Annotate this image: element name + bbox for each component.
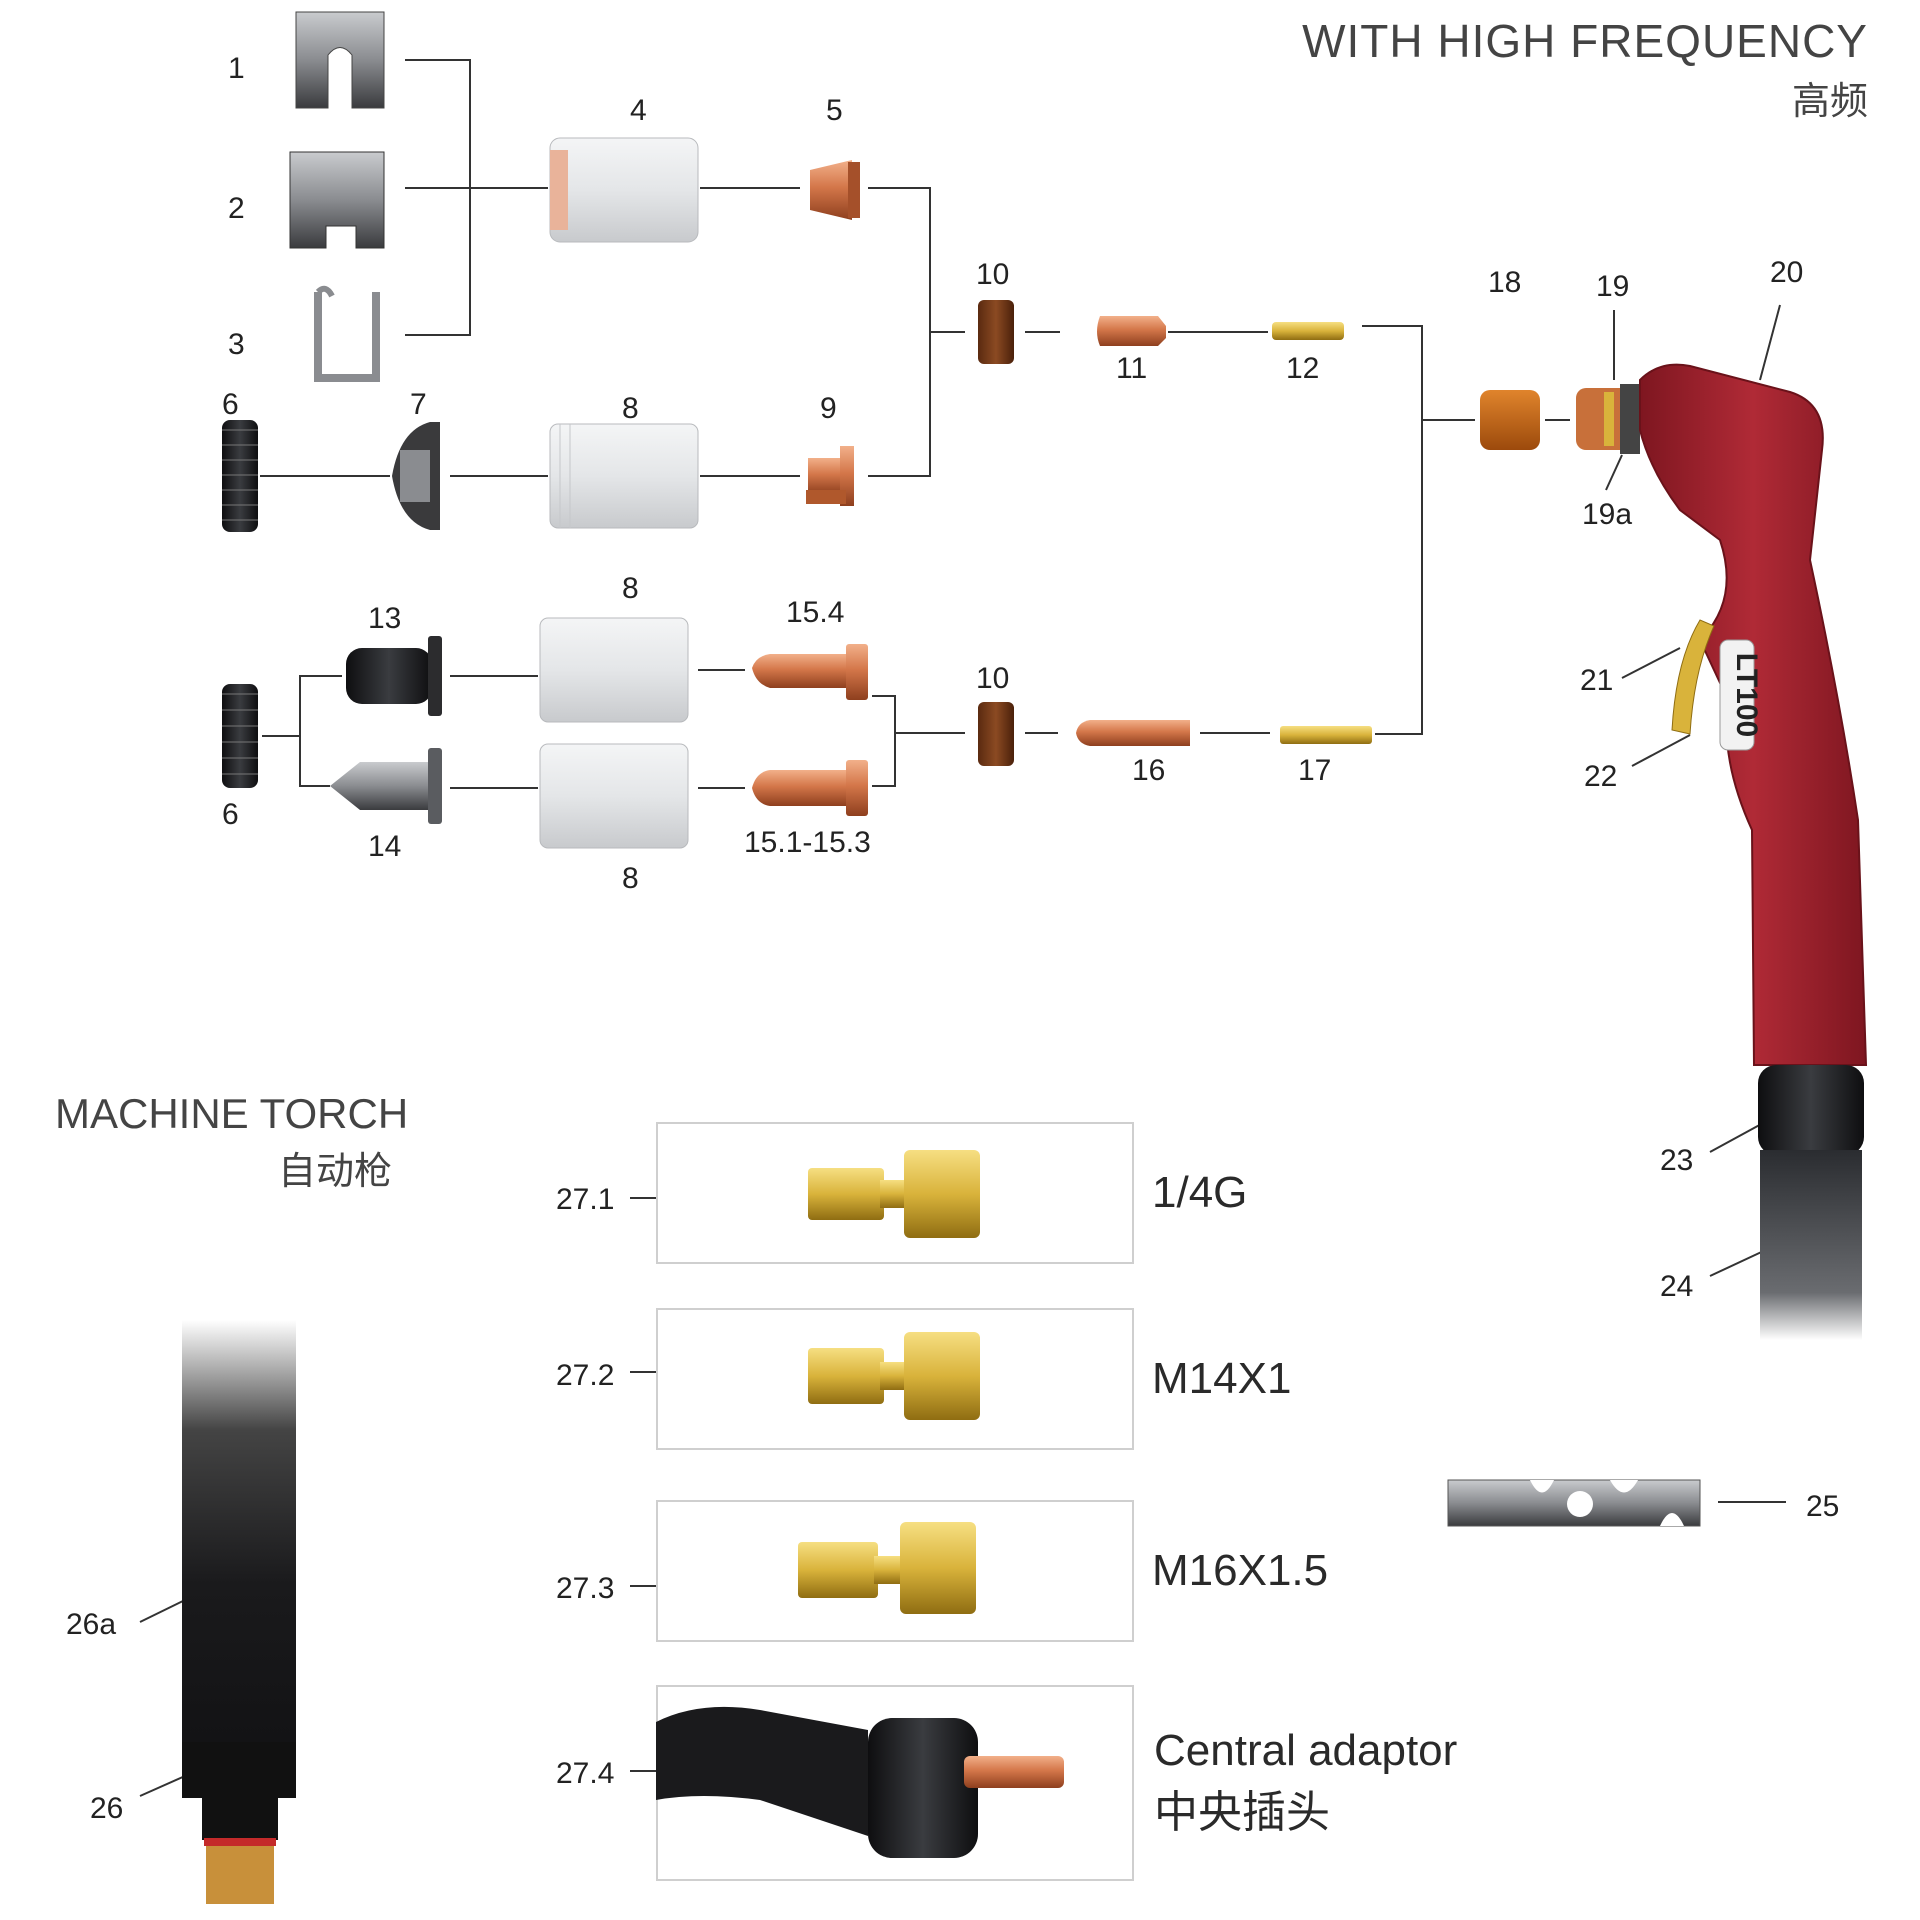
- machine-torch-title: MACHINE TORCH: [55, 1090, 409, 1137]
- part-14-deflector: [330, 748, 442, 824]
- part-15-4-tip: [752, 644, 868, 700]
- part-24-hose: [1760, 1150, 1862, 1340]
- label-11: 11: [1116, 352, 1147, 385]
- option-box-27-3: [656, 1500, 1134, 1642]
- label-10-lower: 10: [976, 662, 1009, 695]
- label-21: 21: [1580, 664, 1613, 697]
- label-17: 17: [1298, 754, 1331, 787]
- part-10-swirl-ring-upper: [978, 300, 1014, 364]
- label-20: 20: [1770, 256, 1803, 289]
- option-label-27-3: M16X1.5: [1152, 1546, 1329, 1595]
- part-25-spanner: [1447, 1479, 1701, 1527]
- label-10-upper: 10: [976, 258, 1009, 291]
- part-11-tip: [1097, 316, 1166, 346]
- label-13: 13: [368, 602, 401, 635]
- part-23-handle-sleeve: [1758, 1065, 1864, 1155]
- part-4-shield-cup: [549, 137, 699, 243]
- part-19-torch-head-thread: [1576, 384, 1640, 454]
- label-15-4: 15.4: [786, 596, 844, 629]
- label-26: 26: [90, 1792, 123, 1825]
- part-3-drag-clip: [314, 285, 380, 382]
- part-12-electrode: [1272, 322, 1344, 340]
- label-5: 5: [826, 94, 843, 127]
- label-16: 16: [1132, 754, 1165, 787]
- label-15-1-15-3: 15.1-15.3: [744, 826, 871, 859]
- label-19: 19: [1596, 270, 1629, 303]
- option-number-27-4: 27.4: [556, 1757, 615, 1790]
- part-15-1-15-3-tip: [752, 760, 868, 816]
- part-27-2-fitting: [808, 1332, 980, 1420]
- label-8-upper: 8: [622, 392, 639, 425]
- label-8-middle: 8: [622, 572, 639, 605]
- label-9: 9: [820, 392, 837, 425]
- option-number-27-1: 27.1: [556, 1183, 615, 1216]
- part-8-retaining-cup-c: [539, 743, 689, 849]
- label-26a: 26a: [66, 1608, 116, 1641]
- part-17-gas-distributor: [1280, 726, 1372, 744]
- machine-torch-subtitle: 自动枪: [278, 1151, 393, 1193]
- part-27-3-fitting: [798, 1522, 976, 1614]
- option-label2-27-4: 中央插头: [1154, 1788, 1330, 1837]
- part-9-shield-tip: [806, 446, 854, 506]
- option-number-27-2: 27.2: [556, 1359, 615, 1392]
- part-21-trigger: [1671, 619, 1715, 735]
- label-3: 3: [228, 328, 245, 361]
- torch-model-label: LT100: [1730, 653, 1763, 737]
- label-8-lower: 8: [622, 862, 639, 895]
- label-23: 23: [1660, 1144, 1693, 1177]
- option-label-27-2: M14X1: [1152, 1354, 1292, 1403]
- part-26-machine-torch: [182, 1320, 296, 1904]
- part-27-4-central-adaptor: [656, 1706, 1064, 1858]
- option-number-27-3: 27.3: [556, 1572, 615, 1605]
- part-5-shield: [810, 160, 860, 220]
- callout-numbers: 1 2 3 4 5 6 7 8 9 10 11 12 13 14 8 8 15.…: [66, 52, 1839, 1825]
- label-4: 4: [630, 94, 647, 127]
- part-18-insulator: [1480, 390, 1540, 450]
- part-1-spacer: [295, 11, 385, 109]
- part-8-retaining-cup-b: [539, 617, 689, 723]
- with-high-frequency-title: WITH HIGH FREQUENCY: [1302, 15, 1868, 67]
- part-20-torch-handle: LT100: [1639, 363, 1868, 1066]
- label-1: 1: [228, 52, 245, 85]
- label-18: 18: [1488, 266, 1521, 299]
- label-24: 24: [1660, 1270, 1693, 1303]
- label-22: 22: [1584, 760, 1617, 793]
- label-7: 7: [410, 388, 427, 421]
- part-13-shield-cap: [346, 636, 442, 716]
- with-high-frequency-subtitle: 高频: [1791, 81, 1868, 123]
- label-2: 2: [228, 192, 245, 225]
- part-10-swirl-ring-lower: [978, 702, 1014, 766]
- part-6-nut-lower: [222, 684, 258, 788]
- label-25: 25: [1806, 1490, 1839, 1523]
- part-2-spacer: [289, 151, 385, 249]
- part-27-1-fitting: [808, 1150, 980, 1238]
- part-16-electrode: [1076, 720, 1190, 746]
- option-label-27-1: 1/4G: [1152, 1168, 1248, 1217]
- label-19a: 19a: [1582, 498, 1632, 531]
- part-7-guide: [392, 422, 440, 530]
- label-6-upper: 6: [222, 388, 239, 421]
- part-6-nut-upper: [222, 420, 258, 532]
- option-label-27-4: Central adaptor: [1154, 1726, 1458, 1775]
- label-12: 12: [1286, 352, 1319, 385]
- label-14: 14: [368, 830, 401, 863]
- part-8-retaining-cup-a: [549, 423, 699, 529]
- label-6-lower: 6: [222, 798, 239, 831]
- connector-lines: [139, 59, 1786, 1797]
